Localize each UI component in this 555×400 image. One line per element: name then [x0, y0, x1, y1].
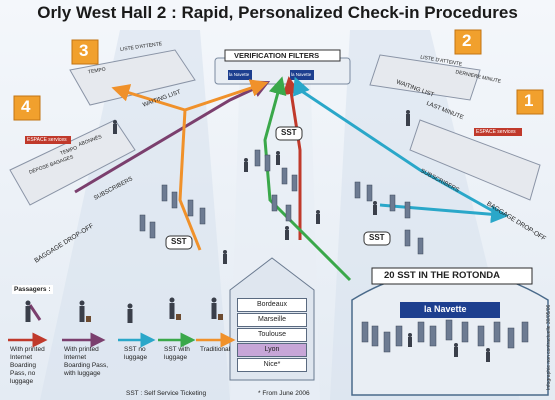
- sst-bubble: [165, 235, 193, 250]
- legend-heading: Passagers :: [12, 285, 53, 294]
- hall-number-card: [454, 29, 482, 55]
- legend-item-orange: Traditional: [200, 346, 231, 353]
- destination-item: Nice*: [237, 358, 307, 372]
- destination-item: Marseille: [237, 313, 307, 327]
- legend-item-red: With printed Internet Boarding Pass, no …: [10, 346, 45, 385]
- sst-kiosks-center: [254, 149, 298, 222]
- sst-kiosks-right: [354, 181, 424, 255]
- checkin-island-2: [369, 54, 481, 101]
- floor-beam: [40, 30, 230, 400]
- verification-sign: [224, 49, 341, 62]
- navette-label: la Navette: [229, 72, 250, 77]
- legend-figures: [25, 297, 223, 323]
- verification-filters-label: VERIFICATION FILTERS: [234, 51, 320, 60]
- navette-label: la Navette: [291, 72, 312, 77]
- page-title: Orly West Hall 2 : Rapid, Personalized C…: [37, 3, 518, 22]
- legend-item-purple: With printed Internet Boarding Pass, wit…: [64, 346, 109, 377]
- checkin-island-1: [409, 119, 541, 201]
- rotonda-title-box: [371, 267, 533, 285]
- destination-item-highlight: Lyon: [237, 343, 307, 357]
- sst-bubble: [275, 126, 303, 141]
- rotonda-kiosks: [361, 319, 529, 353]
- route-red: [282, 76, 302, 240]
- sst-center-label: SST: [281, 128, 297, 137]
- hall-number-card: [71, 39, 99, 65]
- hall-number-4: 4: [21, 97, 31, 116]
- espace-services-right: ESPACE services: [476, 129, 516, 135]
- espace-services-sign: [474, 128, 522, 136]
- route-orange: [178, 79, 269, 251]
- sst-right-label: SST: [369, 233, 385, 242]
- route-green: [263, 76, 352, 282]
- hall-number-3: 3: [79, 41, 89, 60]
- rotonda-title: 20 SST IN THE ROTONDA: [384, 270, 500, 281]
- destination-item: Toulouse: [237, 328, 307, 342]
- hall-number-2: 2: [462, 31, 472, 50]
- sst-bubble: [363, 231, 391, 246]
- destination-item: Bordeaux: [237, 298, 307, 312]
- credit-note: Infographie non contractuelle 30/05/06: [546, 304, 552, 390]
- rotonda-people: [408, 333, 490, 362]
- hall-number-card: [13, 95, 41, 121]
- destination-list: Bordeaux Marseille Toulouse Lyon Nice*: [237, 298, 307, 373]
- hall-number-card: [516, 89, 544, 115]
- rotonda-navette-sign: [400, 302, 500, 318]
- sst-left-label: SST: [171, 237, 187, 246]
- espace-services-sign: [25, 136, 71, 144]
- sst-note: SST : Self Service Ticketing: [126, 390, 207, 397]
- rotonda-brand: la Navette: [424, 304, 467, 314]
- navette-sign: [228, 70, 252, 80]
- sst-kiosks-left: [139, 184, 206, 239]
- legend-item-green: SST with luggage: [164, 346, 190, 361]
- checkin-island-3: [69, 49, 196, 106]
- passengers-scene: [113, 110, 410, 264]
- checkin-island-4: [9, 119, 136, 206]
- route-orange-branch: [111, 84, 186, 112]
- espace-services-left: ESPACE services: [27, 137, 67, 143]
- june-note: * From June 2006: [258, 390, 310, 397]
- legend-item-blue: SST no luggage: [124, 346, 148, 361]
- hall-number-1: 1: [524, 91, 534, 110]
- route-blue-branch: [379, 203, 509, 224]
- route-blue: [292, 76, 501, 217]
- navette-sign: [290, 70, 314, 80]
